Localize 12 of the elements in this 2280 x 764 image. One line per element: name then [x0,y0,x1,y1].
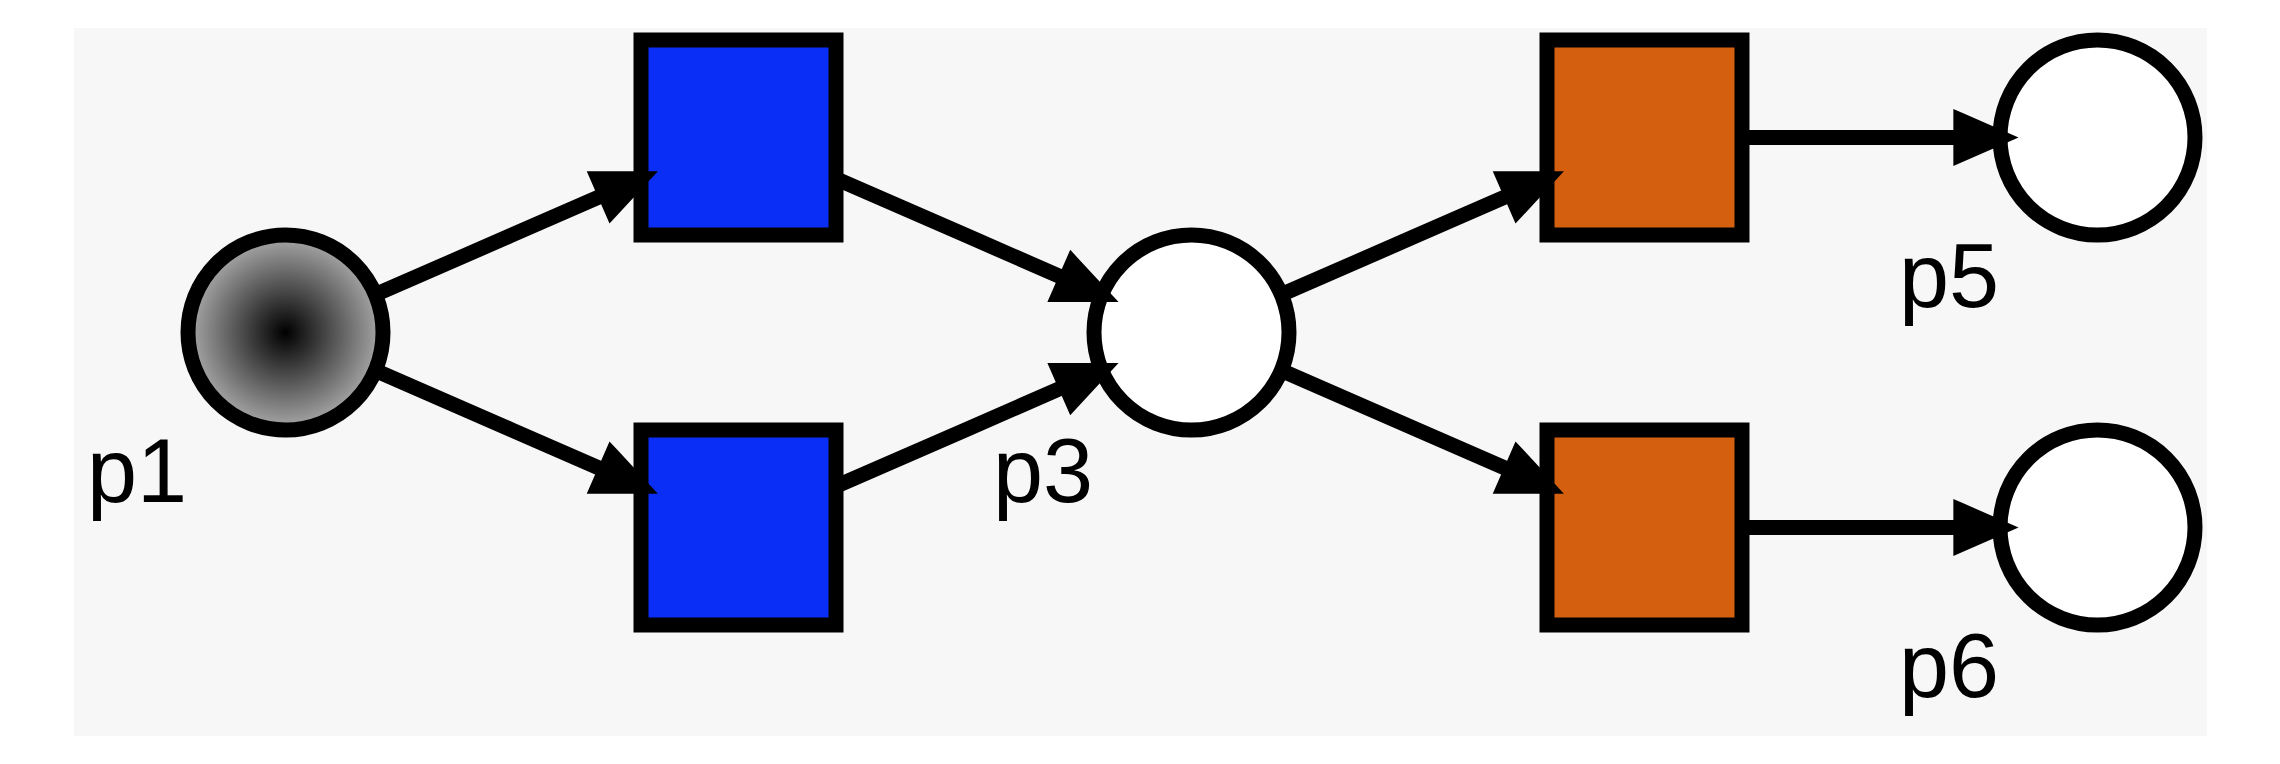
node-circle [180,227,390,438]
node-label: p5 [1898,226,1999,326]
node-label: p3 [992,421,1093,521]
node-box [633,32,843,243]
node-box [1539,422,1749,633]
node-circle [1086,227,1296,438]
node-box [1539,32,1749,243]
node-box [633,422,843,633]
node-circle [1992,422,2202,633]
node-label: p1 [86,421,187,521]
node-circle [1992,32,2202,243]
node-label: p6 [1898,616,1999,716]
